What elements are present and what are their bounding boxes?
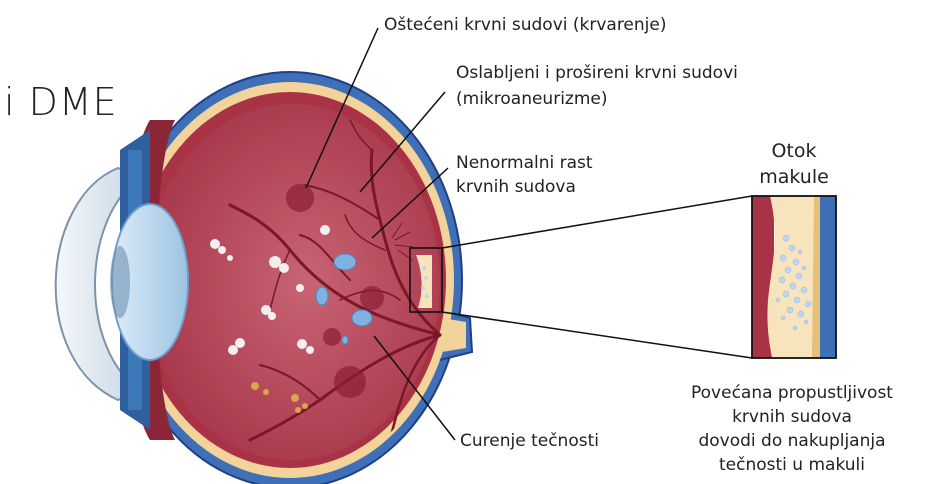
page-title: i DME [4, 80, 118, 124]
label-damaged-vessels: Oštećeni krvni sudovi (krvarenje) [384, 14, 666, 36]
label-weakened-line2: (mikroaneurizme) [456, 88, 608, 110]
macular-edema-inset [752, 196, 836, 358]
label-perm-line3: dovodi do nakupljanja [656, 430, 928, 452]
label-weakened-line1: Oslabljeni i prošireni krvni sudovi [456, 62, 738, 84]
label-perm-line4: tečnosti u makuli [656, 454, 928, 476]
label-perm-line1: Povećana propustljivost [656, 382, 928, 404]
label-abnormal-line1: Nenormalni rast [456, 152, 593, 174]
label-edema-line1: Otok [744, 140, 844, 162]
label-leak: Curenje tečnosti [460, 430, 599, 452]
label-abnormal-line2: krvnih sudova [456, 176, 576, 198]
label-edema-line2: makule [744, 166, 844, 188]
label-perm-line2: krvnih sudova [656, 406, 928, 428]
